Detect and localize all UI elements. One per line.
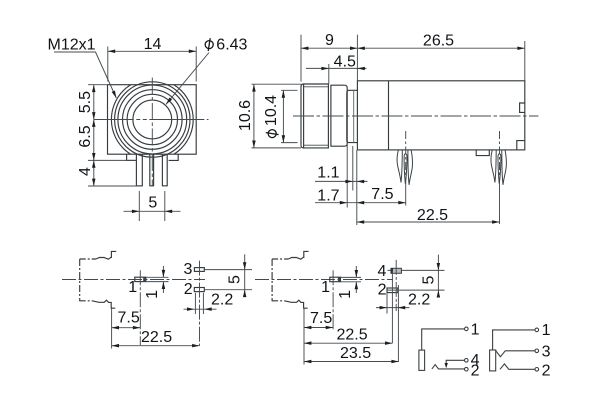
svg-text:22.5: 22.5: [417, 207, 448, 224]
svg-text:4: 4: [471, 352, 480, 369]
svg-text:1: 1: [542, 322, 551, 339]
svg-text:4: 4: [77, 167, 94, 176]
svg-text:9: 9: [325, 32, 334, 49]
svg-text:1.7: 1.7: [317, 187, 339, 204]
svg-text:7.5: 7.5: [310, 310, 332, 327]
svg-text:10.4: 10.4: [263, 95, 280, 126]
svg-text:3: 3: [184, 261, 193, 278]
svg-text:4: 4: [378, 263, 387, 280]
svg-text:5.5: 5.5: [77, 91, 94, 113]
svg-text:2: 2: [542, 362, 551, 379]
svg-text:7.5: 7.5: [371, 186, 393, 203]
svg-text:22.5: 22.5: [141, 329, 172, 346]
svg-text:7.5: 7.5: [118, 310, 140, 327]
svg-text:2: 2: [184, 281, 193, 298]
svg-text:14: 14: [144, 36, 162, 53]
svg-text:2: 2: [471, 362, 480, 379]
svg-text:4.5: 4.5: [334, 53, 356, 70]
svg-text:1: 1: [337, 290, 354, 299]
svg-text:3: 3: [542, 343, 551, 360]
svg-text:2.2: 2.2: [408, 291, 430, 308]
svg-text:22.5: 22.5: [337, 327, 368, 344]
svg-text:5: 5: [227, 275, 244, 284]
svg-text:2: 2: [378, 281, 387, 298]
svg-text:1: 1: [144, 290, 161, 299]
svg-text:6.5: 6.5: [77, 125, 94, 147]
svg-text:10.6: 10.6: [237, 100, 254, 131]
svg-text:1.1: 1.1: [317, 165, 339, 182]
svg-text:1: 1: [471, 322, 480, 339]
svg-text:6.43: 6.43: [216, 37, 247, 54]
svg-text:26.5: 26.5: [423, 33, 454, 50]
svg-text:M12x1: M12x1: [48, 36, 96, 53]
svg-text:1: 1: [321, 279, 330, 296]
svg-text:1: 1: [128, 279, 137, 296]
svg-text:2.2: 2.2: [211, 292, 233, 309]
svg-text:5: 5: [148, 194, 157, 211]
svg-text:5: 5: [420, 275, 437, 284]
svg-text:23.5: 23.5: [340, 345, 371, 362]
